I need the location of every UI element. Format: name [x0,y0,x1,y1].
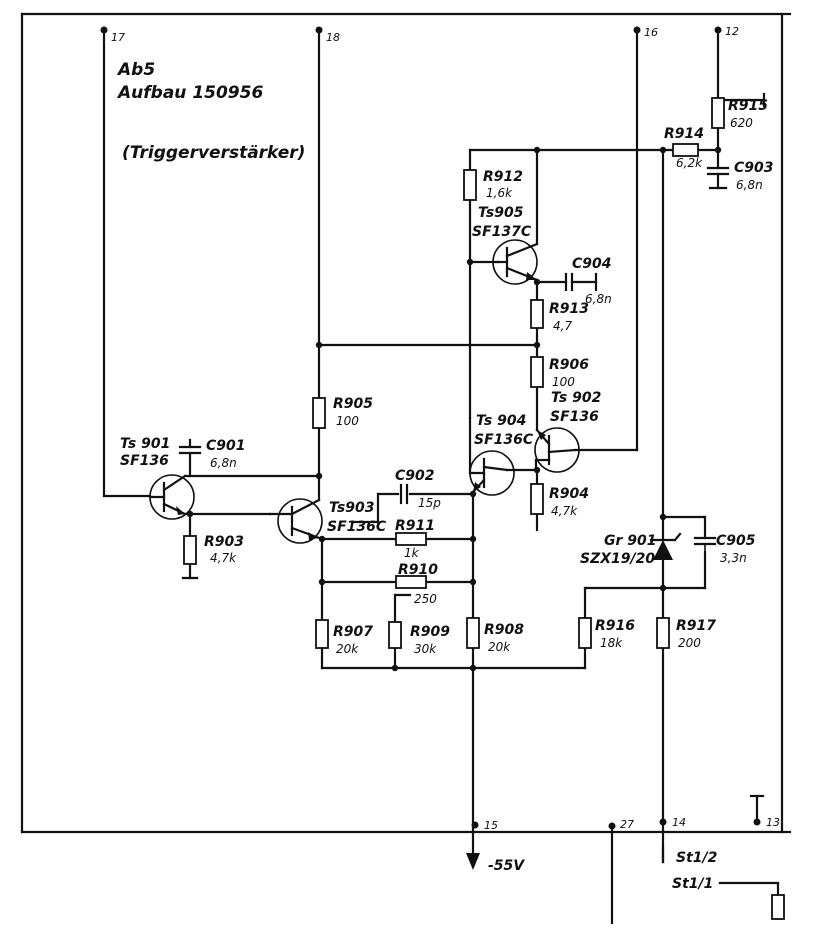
c904-name: C904 [572,256,612,272]
r905-body [312,397,326,429]
r909-name: R909 [410,624,450,640]
gr901-name: Gr 901 [604,533,657,549]
node-17: 17 [111,31,125,44]
ts904-type: SF136C [474,432,534,448]
r911-body [395,532,427,546]
r917-body [656,617,670,649]
c905-value: 3,3n [720,551,747,565]
r906-body [530,356,544,388]
c904-symbol [564,272,598,292]
r914-body [672,143,699,157]
r916-name: R916 [595,618,635,634]
r904-body [530,483,544,515]
r910-body [395,575,427,589]
ts903-symbol [268,498,324,544]
r916-body [578,617,592,649]
c902-symbol [399,483,409,505]
r906-name: R906 [549,357,589,373]
r914-value: 6,2k [676,156,703,170]
header-line1: Ab5 [116,60,155,80]
ts902-type: SF136 [550,409,599,425]
ts901-type: SF136 [120,453,169,469]
node-16: 16 [644,26,658,39]
junctions [186,146,722,672]
r910-value: 250 [414,592,437,606]
r913-body [530,299,544,329]
r915-value: 620 [730,116,753,130]
supply-arrow-icon [466,853,480,870]
r914-name: R914 [664,126,704,142]
node-14: 14 [672,816,686,829]
r906-value: 100 [552,375,575,389]
r908-body [466,617,480,649]
r912-name: R912 [483,169,523,185]
r911-name: R911 [395,518,435,534]
c905-symbol [693,536,717,552]
node-13: 13 [766,816,780,829]
r904-value: 4,7k [551,504,578,518]
r905-value: 100 [336,414,359,428]
r907-name: R907 [333,624,373,640]
c903-value: 6,8n [736,178,763,192]
ts901-name: Ts 901 [120,436,170,452]
node-15: 15 [484,819,498,832]
r909-value: 30k [414,642,437,656]
frame-border [20,12,792,834]
c901-name: C901 [206,438,246,454]
st1-resistor-body [771,894,785,920]
c905-name: C905 [716,533,756,549]
r916-value: 18k [600,636,623,650]
node-27: 27 [620,818,634,831]
node-18: 18 [326,31,340,44]
ts901-symbol [148,474,195,520]
r915-name: R915 [728,98,768,114]
r909-body [388,621,402,649]
node-12: 12 [725,25,739,38]
ts902-name: Ts 902 [551,390,601,406]
ts905-type: SF137C [472,224,532,240]
r908-name: R908 [484,622,524,638]
ts903-type: SF136C [327,519,387,535]
supply-label: -55V [488,858,525,874]
r915-body [711,97,725,129]
r917-value: 200 [678,636,701,650]
r905-name: R905 [333,396,373,412]
st1-2-label: St1/2 [676,850,717,866]
header-line2: Aufbau 150956 [116,83,263,103]
r917-name: R917 [676,618,716,634]
c902-name: C902 [395,468,435,484]
wiring [102,28,780,926]
r912-body [463,169,477,201]
st1-1-label: St1/1 [672,876,713,892]
r913-name: R913 [549,301,589,317]
ts902-symbol [534,427,580,473]
ts904-name: Ts 904 [476,413,526,429]
r908-value: 20k [488,640,511,654]
r903-name: R903 [204,534,244,550]
r907-value: 20k [336,642,359,656]
r911-value: 1k [404,546,420,560]
c904-value: 6,8n [585,292,612,306]
c902-value: 15p [418,496,441,510]
c903-name: C903 [734,160,774,176]
r913-value: 4,7 [553,319,572,333]
gr901-zener-symbol [649,532,682,560]
ts904-symbol [468,416,515,496]
c901-symbol [178,445,202,455]
r910-name: R910 [398,562,438,578]
r904-name: R904 [549,486,589,502]
ts905-symbol [492,239,539,285]
c903-symbol [706,166,730,190]
r903-body [183,535,197,565]
c901-value: 6,8n [210,456,237,470]
header-line3: (Triggerverstärker) [122,143,305,163]
r903-value: 4,7k [210,551,237,565]
r912-value: 1,6k [486,186,513,200]
ts905-name: Ts905 [478,205,524,221]
r907-body [315,619,329,649]
gr901-type: SZX19/20 [580,551,655,567]
ts903-name: Ts903 [329,500,374,516]
